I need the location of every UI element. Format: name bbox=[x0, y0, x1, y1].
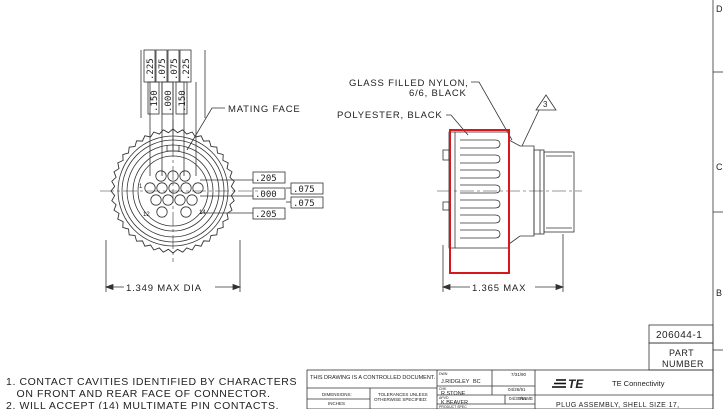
part-label-2: NUMBER bbox=[662, 359, 704, 369]
apvd-date: 04/30/91 bbox=[509, 396, 527, 401]
drawing-notes: 1. CONTACT CAVITIES IDENTIFIED BY CHARAC… bbox=[6, 376, 297, 409]
contact-cavity bbox=[180, 206, 192, 218]
brand-name: TE Connectivity bbox=[612, 379, 665, 388]
diameter-dimension bbox=[104, 240, 242, 292]
note-line-1: 1. CONTACT CAVITIES IDENTIFIED BY CHARAC… bbox=[6, 376, 298, 388]
product-spec-label: PRODUCT SPEC bbox=[439, 405, 467, 409]
contact-cavity bbox=[150, 194, 162, 206]
pin-label-1: 1 bbox=[139, 184, 143, 190]
apvd-label: APVD bbox=[439, 396, 449, 400]
pin-label-12: 12 bbox=[143, 212, 150, 218]
coupling-fin bbox=[460, 199, 501, 209]
tolerances-1: TOLERANCES UNLESS bbox=[378, 392, 428, 397]
col-dim-lower-1: .150 bbox=[150, 90, 160, 112]
chk-name: R.STONE bbox=[441, 391, 466, 397]
te-logo-text: TE bbox=[568, 377, 584, 391]
drawing-title: PLUG ASSEMBLY, SHELL SIZE 17, bbox=[556, 402, 680, 409]
dwn-initials: BC bbox=[473, 379, 481, 385]
contact-cavities bbox=[144, 170, 204, 218]
col-dim-3: .075 bbox=[170, 58, 180, 80]
row-dim-right-2: .075 bbox=[293, 199, 315, 209]
dimensions-value: INCHES bbox=[328, 401, 345, 406]
material-1-line-1: GLASS FILLED NYLON, bbox=[349, 78, 469, 89]
zone-letter-d: D bbox=[716, 4, 723, 14]
mating-face-leader bbox=[186, 107, 225, 151]
tolerances-2: OTHERWISE SPECIFIED: bbox=[374, 397, 427, 402]
mating-face-label: MATING FACE bbox=[228, 104, 301, 115]
coupling-fin bbox=[460, 154, 501, 164]
coupling-fin bbox=[460, 214, 501, 224]
row-dim-1: .205 bbox=[255, 174, 277, 184]
contact-cavity bbox=[156, 206, 168, 218]
coupling-fin bbox=[460, 139, 501, 149]
coupling-fin bbox=[460, 169, 501, 179]
contact-cavity bbox=[179, 170, 191, 182]
dimensions-label: DIMENSIONS: bbox=[322, 392, 352, 397]
contact-cavity bbox=[162, 194, 174, 206]
te-logo-mark bbox=[552, 379, 566, 388]
title-block-frame bbox=[306, 324, 714, 409]
col-dim-4: .225 bbox=[182, 58, 192, 80]
chk-date: 04/26/91 bbox=[508, 387, 526, 392]
controlled-document: THIS DRAWING IS A CONTROLLED DOCUMENT. bbox=[310, 375, 436, 381]
col-dim-lower-2: .000 bbox=[164, 90, 174, 112]
note-ref-3: 3 bbox=[543, 100, 548, 109]
coupling-fin bbox=[460, 184, 501, 194]
diameter-label: 1.349 MAX DIA bbox=[126, 283, 202, 294]
title-block-text: 206044-1 PART NUMBER THIS DRAWING IS A C… bbox=[310, 330, 704, 409]
col-dim-1: .225 bbox=[146, 58, 156, 80]
side-view-labels: GLASS FILLED NYLON, 6/6, BLACK POLYESTER… bbox=[337, 78, 548, 294]
apvd-name: K.BEAVER bbox=[441, 400, 468, 406]
zone-letter-b: B bbox=[716, 288, 722, 298]
dwn-label: DWN bbox=[439, 372, 448, 376]
contact-cavity bbox=[156, 182, 168, 194]
part-label-1: PART bbox=[669, 348, 694, 358]
contact-cavity bbox=[168, 182, 180, 194]
row-dimension-leaders bbox=[200, 179, 291, 214]
contact-cavity bbox=[167, 170, 179, 182]
material-1-line-2: 6/6, BLACK bbox=[409, 88, 467, 99]
length-label: 1.365 MAX bbox=[472, 283, 526, 294]
chk-label: CHK bbox=[439, 387, 447, 391]
row-dim-right-1: .075 bbox=[293, 185, 315, 195]
name-label: NAME bbox=[520, 396, 533, 401]
material-2-label: POLYESTER, BLACK bbox=[337, 110, 443, 121]
zone-letter-c: C bbox=[716, 162, 723, 172]
note-line-3: 2. WILL ACCEPT (14) MULTIMATE PIN CONTAC… bbox=[6, 400, 280, 409]
insert-face bbox=[137, 155, 209, 227]
contact-cavity bbox=[186, 194, 198, 206]
contact-cavity bbox=[192, 182, 204, 194]
col-dim-2: .075 bbox=[158, 58, 168, 80]
dwn-name: J.RIDGLEY bbox=[441, 379, 470, 385]
pin-label-14: 14 bbox=[199, 210, 206, 216]
contact-cavity bbox=[180, 182, 192, 194]
knurled-coupling-ring bbox=[110, 128, 236, 254]
polarizing-key bbox=[166, 145, 180, 152]
row-dim-2: .000 bbox=[255, 190, 277, 200]
highlight-box bbox=[449, 129, 510, 274]
part-number: 206044-1 bbox=[656, 330, 702, 341]
dwn-date: 7/31/90 bbox=[511, 372, 527, 377]
contact-cavity bbox=[155, 170, 167, 182]
front-view-labels: .225 .075 .075 .225 .150 .000 .150 MATIN… bbox=[126, 58, 315, 294]
contact-cavity bbox=[174, 194, 186, 206]
col-dim-lower-3: .150 bbox=[178, 90, 188, 112]
contact-cavity bbox=[144, 182, 156, 194]
row-dim-3: .205 bbox=[255, 210, 277, 220]
note-line-2: ON FRONT AND REAR FACE OF CONNECTOR. bbox=[6, 388, 271, 400]
coupling-fin bbox=[460, 229, 501, 239]
